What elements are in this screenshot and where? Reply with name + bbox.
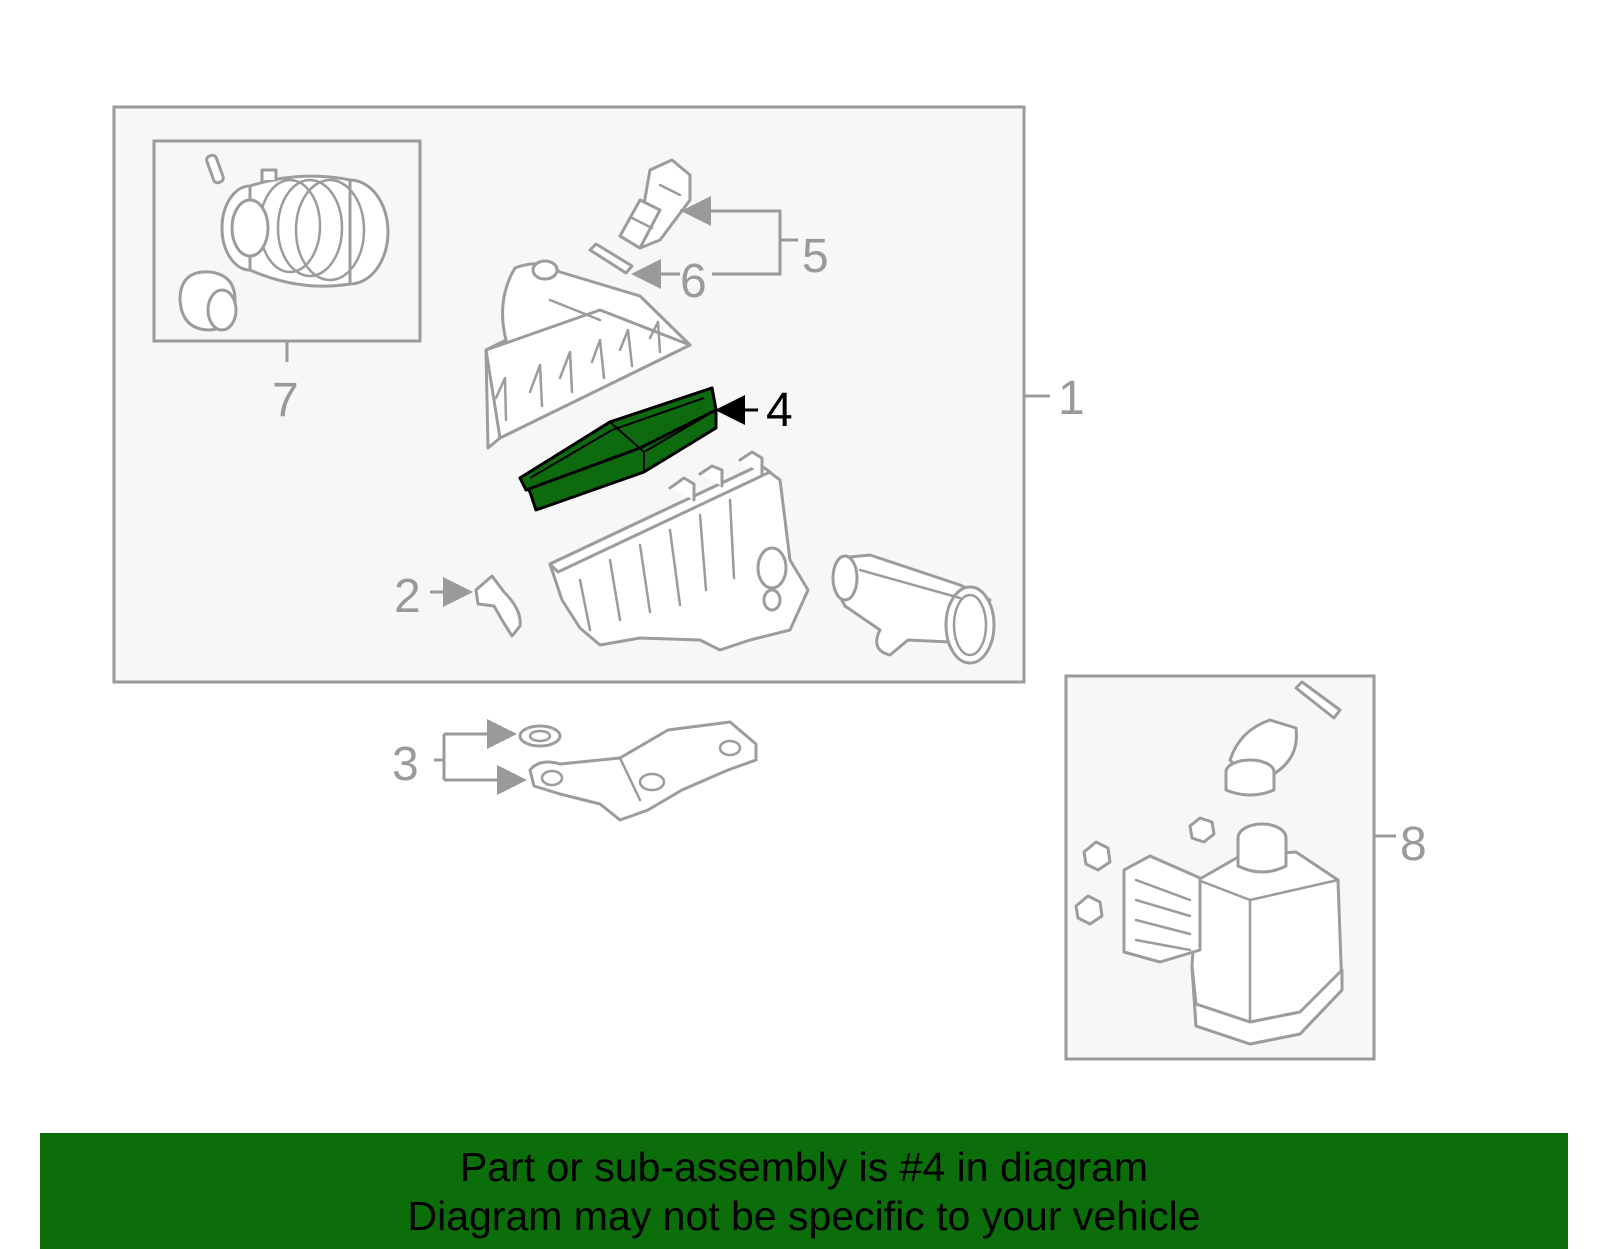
part-8-reservoir-drawing <box>1074 680 1344 1046</box>
upper-housing-drawing <box>484 259 692 450</box>
part-3-bracket-drawing <box>518 720 758 822</box>
callout-2: 2 <box>394 570 421 623</box>
callout-3: 3 <box>392 738 419 791</box>
callout-6: 6 <box>680 255 707 308</box>
part-2-clip-drawing <box>474 574 522 638</box>
outlet-duct-drawing <box>831 553 996 665</box>
lower-housing-drawing <box>548 450 810 652</box>
callout-1: 1 <box>1058 372 1085 425</box>
banner-line-1: Part or sub-assembly is #4 in diagram <box>459 1144 1149 1190</box>
banner-line-2: Diagram may not be specific to your vehi… <box>407 1193 1201 1239</box>
callout-5: 5 <box>802 230 829 283</box>
part-4-air-filter-drawing <box>518 386 718 512</box>
callout-8: 8 <box>1400 818 1427 871</box>
callout-4: 4 <box>766 384 793 437</box>
part-5-sensor-drawing <box>618 158 692 250</box>
callout-7: 7 <box>272 374 299 427</box>
part-7-intake-duct-drawing <box>178 153 390 332</box>
info-banner: Part or sub-assembly is #4 in diagram Di… <box>40 1133 1568 1249</box>
